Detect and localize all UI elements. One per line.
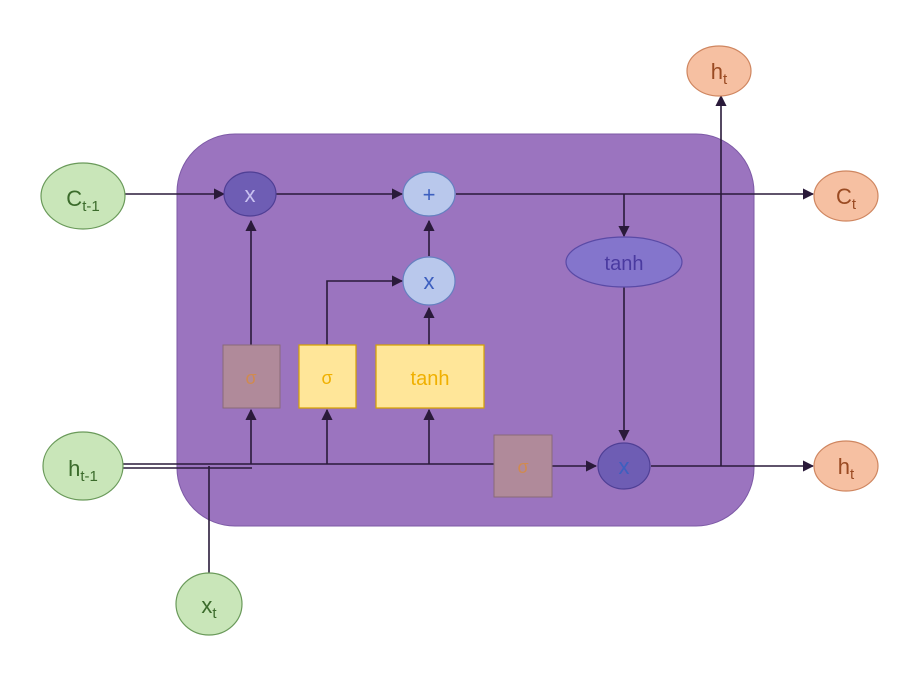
forget-gate-sigma: σ bbox=[222, 344, 281, 409]
output-h-top: ht bbox=[686, 45, 752, 97]
forget-multiply-node: x bbox=[223, 171, 277, 217]
cell-tanh-node: tanh bbox=[565, 236, 683, 288]
c-prev-sub: t-1 bbox=[82, 198, 100, 215]
svg-text:Ct-1: Ct-1 bbox=[66, 186, 99, 215]
h-top-sub: t bbox=[723, 71, 728, 88]
x-t-sub: t bbox=[212, 605, 217, 622]
output-gate-sigma: σ bbox=[493, 434, 553, 498]
svg-text:Ct: Ct bbox=[836, 184, 857, 213]
c-t-sub: t bbox=[852, 196, 857, 213]
svg-text:ht: ht bbox=[711, 59, 728, 88]
svg-text:ht: ht bbox=[838, 454, 855, 483]
forget-gate-label: σ bbox=[245, 368, 256, 388]
input-x-t: xt bbox=[175, 572, 243, 636]
svg-text:xt: xt bbox=[201, 593, 217, 622]
add-node: + bbox=[402, 171, 456, 217]
input-gate-sigma: σ bbox=[298, 344, 357, 409]
candidate-tanh-gate: tanh bbox=[375, 344, 485, 409]
add-symbol: + bbox=[423, 182, 436, 207]
input-c-prev: Ct-1 bbox=[40, 162, 126, 230]
lstm-cell-body bbox=[176, 133, 755, 527]
output-h-t: ht bbox=[813, 440, 879, 492]
forget-multiply-symbol: x bbox=[245, 182, 256, 207]
h-top-base: h bbox=[711, 59, 723, 84]
output-multiply-node: x bbox=[597, 442, 651, 490]
x-t-base: x bbox=[201, 593, 212, 618]
cell-tanh-label: tanh bbox=[605, 253, 644, 275]
c-prev-base: C bbox=[66, 186, 82, 211]
candidate-tanh-label: tanh bbox=[411, 368, 450, 390]
input-multiply-node: x bbox=[402, 256, 456, 306]
h-t-sub: t bbox=[850, 466, 855, 483]
connections bbox=[122, 94, 815, 574]
output-c-t: Ct bbox=[813, 170, 879, 222]
h-prev-sub: t-1 bbox=[80, 468, 98, 485]
output-multiply-symbol: x bbox=[619, 454, 630, 479]
input-h-prev: ht-1 bbox=[42, 431, 124, 501]
h-prev-base: h bbox=[68, 456, 80, 481]
c-t-base: C bbox=[836, 184, 852, 209]
input-gate-label: σ bbox=[321, 368, 332, 388]
input-multiply-symbol: x bbox=[424, 269, 435, 294]
svg-text:ht-1: ht-1 bbox=[68, 456, 98, 485]
h-t-base: h bbox=[838, 454, 850, 479]
edge-input-sigma-to-mult bbox=[326, 275, 404, 345]
output-gate-label: σ bbox=[517, 457, 528, 477]
